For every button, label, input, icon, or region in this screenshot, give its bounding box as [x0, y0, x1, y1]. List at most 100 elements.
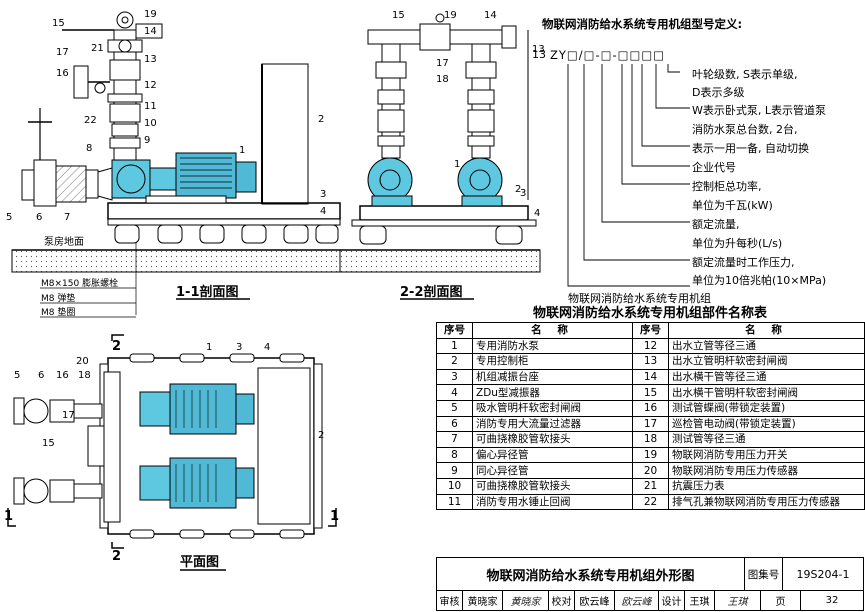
- isolators-1-1: [114, 224, 339, 244]
- callouts-plan: 1 2 3 4 5 6 16 18 20 17 15: [14, 342, 324, 449]
- designer-signature: 王琪: [715, 591, 761, 610]
- part-number-cell: 15: [632, 384, 669, 401]
- atlas-number: 19S204-1: [783, 558, 863, 591]
- part-name-cell: ZDu型减振器: [472, 384, 633, 401]
- part-number-cell: 12: [632, 337, 669, 355]
- part-number-cell: 14: [632, 368, 669, 386]
- model-def-title: 物联网消防给水系统专用机组型号定义:: [542, 17, 743, 31]
- section-1-1-caption: 1-1剖面图: [176, 284, 239, 300]
- part-name-cell: 专用消防水泵: [472, 337, 633, 355]
- svg-text:2: 2: [515, 184, 521, 195]
- svg-text:2: 2: [318, 114, 324, 125]
- part-number-cell: 1: [436, 337, 473, 355]
- part-number-cell: 20: [632, 462, 669, 479]
- vibration-base: [107, 202, 341, 220]
- svg-text:17: 17: [62, 410, 75, 421]
- part-number-cell: 13: [632, 353, 669, 370]
- svg-text:14: 14: [144, 26, 157, 37]
- svg-text:1: 1: [239, 145, 245, 156]
- svg-text:19: 19: [144, 9, 157, 20]
- parts-table-title: 物联网消防给水系统专用机组部件名称表: [532, 306, 767, 321]
- svg-text:5: 5: [14, 370, 20, 381]
- part-name-cell: 测试管等径三通: [668, 431, 865, 448]
- page-number: 32: [825, 595, 839, 606]
- pump-motor-1-1: [111, 152, 257, 204]
- svg-text:10: 10: [144, 118, 157, 129]
- bolt-note-1: M8×150 膨胀螺栓: [41, 277, 118, 289]
- section-2-2-caption: 2-2剖面图: [400, 284, 463, 300]
- svg-text:18: 18: [78, 370, 91, 381]
- part-name-cell: 可曲挠橡胶管软接头: [472, 431, 633, 448]
- reviewer-signature: 黄晓家: [503, 591, 549, 610]
- svg-text:6: 6: [38, 370, 44, 381]
- bolt-note-2: M8 弹垫: [41, 292, 75, 304]
- model-code: ZY□/□-□-□□□□: [550, 48, 666, 62]
- svg-text:19: 19: [444, 10, 457, 21]
- atlas-label: 图集号: [745, 558, 783, 591]
- svg-text:14: 14: [484, 10, 497, 21]
- svg-text:1: 1: [330, 509, 339, 524]
- part-number-cell: 3: [436, 368, 473, 386]
- control-cabinet-1-1: [261, 63, 309, 205]
- svg-text:12: 12: [144, 80, 157, 91]
- svg-text:4: 4: [264, 342, 270, 353]
- svg-text:2: 2: [112, 549, 121, 564]
- svg-text:11: 11: [144, 101, 157, 112]
- section-1-1-view: 泵房地面: [6, 9, 341, 318]
- discharge-riser-1-1: [107, 11, 143, 161]
- bolt-note-3: M8 垫圈: [41, 306, 75, 318]
- plan-caption: 平面图: [180, 555, 219, 570]
- part-number-cell: 9: [436, 462, 473, 479]
- part-number-cell: 4: [436, 384, 473, 401]
- part-name-cell: 物联网消防专用压力传感器: [668, 462, 865, 479]
- review-label: 审核: [437, 591, 463, 610]
- reviewer: 黄晓家: [463, 591, 503, 610]
- part-name-cell: 消防专用大流量过滤器: [472, 415, 633, 433]
- svg-text:4: 4: [320, 206, 326, 217]
- part-name-cell: 吸水管明杆软密封闸阀: [472, 399, 633, 417]
- part-number-cell: 7: [436, 431, 473, 448]
- svg-text:1: 1: [454, 159, 460, 170]
- svg-text:3: 3: [520, 188, 526, 199]
- svg-text:15: 15: [42, 438, 55, 449]
- plan-pump-units: [139, 383, 255, 509]
- part-number-cell: 2: [436, 353, 473, 370]
- part-name-cell: 出水横干管等径三通: [668, 368, 865, 386]
- svg-text:3: 3: [320, 189, 326, 200]
- svg-text:6: 6: [36, 212, 42, 223]
- svg-text:16: 16: [56, 370, 69, 381]
- model-code-prefix: 13: [532, 48, 546, 61]
- part-number-cell: 11: [436, 493, 473, 511]
- plan-view: 2 2 1 1 平面图 1 2 3 4 5 6 16 18 20 17 15: [4, 334, 339, 571]
- section-2-2-view: 2-2剖面图 15 19 14 17 18 13 1 2 3 4: [339, 10, 545, 300]
- floor-slab: [11, 249, 341, 273]
- title-block: 物联网消防给水系统专用机组外形图 图集号 19S204-1 审核 黄晓家 黄晓家…: [436, 557, 864, 611]
- part-number-cell: 10: [436, 477, 473, 495]
- svg-text:21: 21: [91, 43, 104, 54]
- part-name-cell: 测试管蝶阀(带锁定装置): [668, 399, 865, 417]
- part-name-cell: 同心异径管: [472, 462, 633, 479]
- part-number-cell: 21: [632, 477, 669, 495]
- svg-text:2: 2: [318, 430, 324, 441]
- checker-signature: 欧云峰: [615, 591, 659, 610]
- part-name-cell: 机组减振台座: [472, 368, 633, 386]
- svg-text:15: 15: [52, 18, 65, 29]
- pumps-2-2: [367, 157, 503, 207]
- drawing-title: 物联网消防给水系统专用机组外形图: [437, 558, 745, 591]
- part-name-cell: 抗震压力表: [668, 477, 865, 495]
- svg-text:13: 13: [144, 54, 157, 65]
- suction-pipe-1-1: [21, 159, 113, 207]
- part-number-cell: 16: [632, 399, 669, 417]
- part-number-cell: 19: [632, 446, 669, 464]
- part-name-cell: 可曲挠橡胶管软接头: [472, 477, 633, 495]
